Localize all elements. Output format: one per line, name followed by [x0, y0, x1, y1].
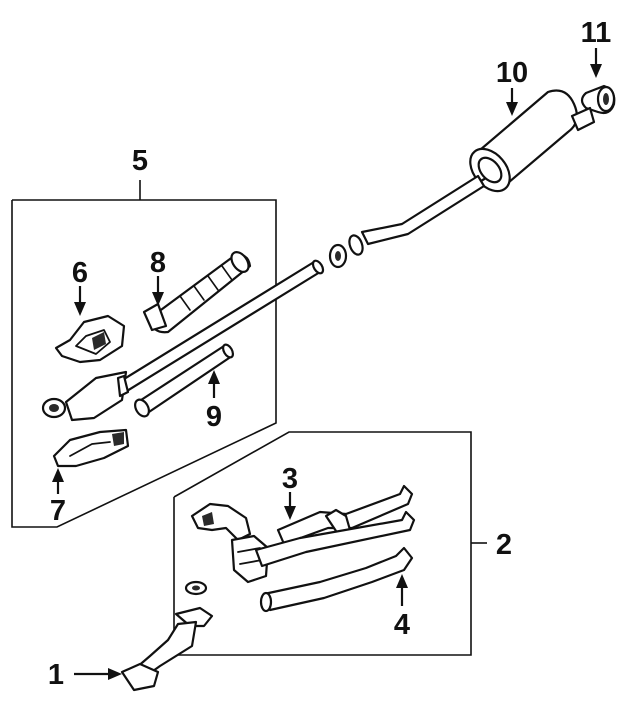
catalytic-converter-upper [41, 370, 130, 422]
part-6-heat-shield [54, 314, 126, 364]
leader-lines [52, 48, 602, 680]
callout-4: 4 [394, 609, 410, 641]
part-11-exhaust-tip [580, 84, 616, 115]
part-4-lower-pipe [259, 546, 414, 613]
callout-10: 10 [496, 57, 528, 89]
intermediate-pipe [328, 174, 486, 269]
callout-11: 11 [581, 17, 612, 49]
callout-2: 2 [496, 529, 512, 561]
callout-8: 8 [150, 247, 166, 279]
callout-9: 9 [206, 401, 222, 433]
callout-6: 6 [72, 257, 88, 289]
callout-5: 5 [132, 145, 148, 177]
part-9-pipe [134, 343, 235, 418]
exhaust-manifold-assembly [190, 502, 270, 584]
callout-7: 7 [50, 495, 66, 527]
part-8-flex-pipe [142, 251, 252, 334]
callout-3: 3 [282, 463, 298, 495]
callout-1: 1 [48, 659, 64, 691]
part-7-catalytic-converter [52, 428, 130, 468]
part-1-front-pipe [120, 580, 214, 692]
part-3-y-pipe [254, 484, 416, 568]
group-box-5 [11, 180, 277, 528]
